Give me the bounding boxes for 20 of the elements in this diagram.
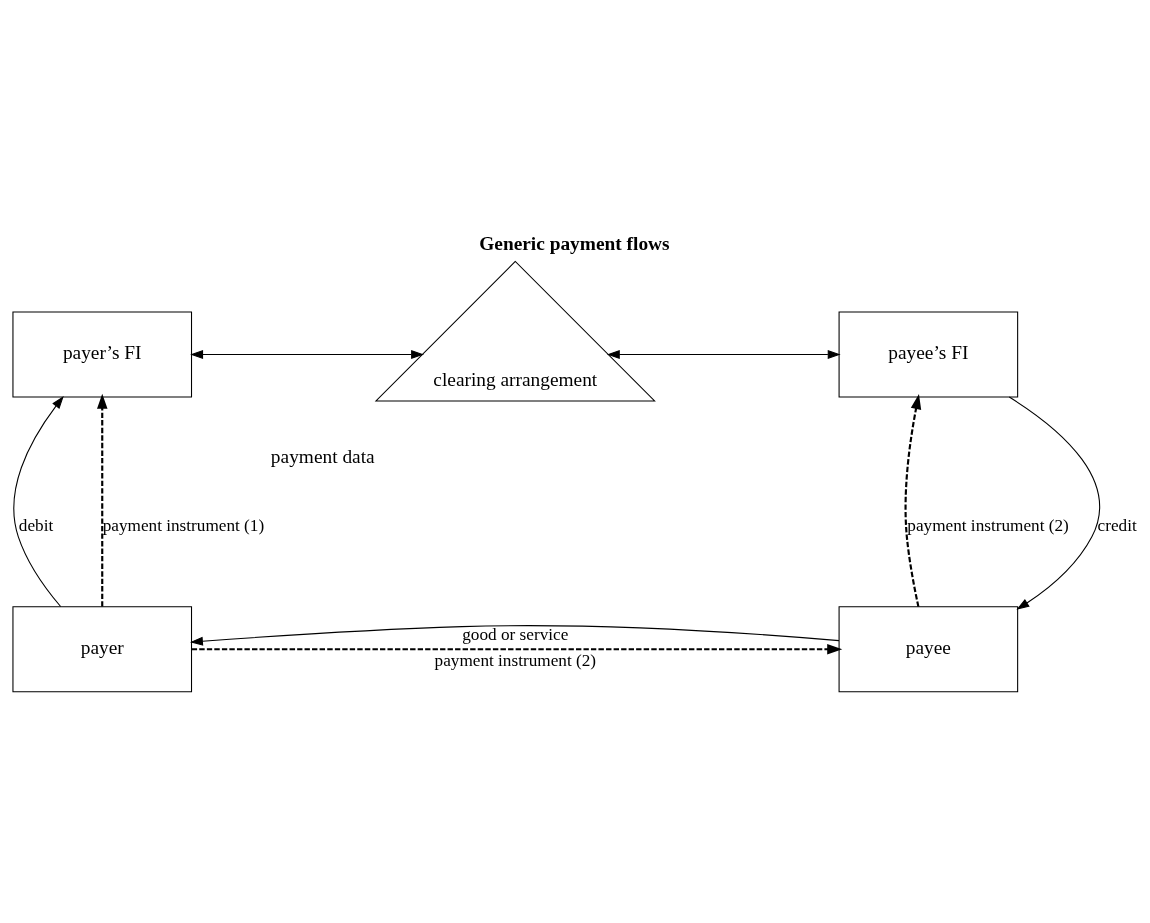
edge-label: payment instrument (1) [102, 516, 265, 536]
edge-label: good or service [462, 625, 569, 645]
arrow [904, 394, 922, 607]
node-box: payer [12, 606, 193, 693]
arrow [606, 349, 841, 359]
node-box: payee [838, 606, 1019, 693]
arrow [13, 396, 64, 607]
edge-label: credit [1097, 516, 1137, 536]
edge-label: payment instrument (2) [434, 651, 597, 671]
edge-label: debit [18, 516, 54, 536]
arrow [1008, 396, 1101, 610]
node-label: payment data [270, 446, 375, 468]
arrow [190, 625, 840, 646]
arrow [96, 393, 108, 607]
node-box: payee’s FI [838, 311, 1019, 398]
edge-label: payment instrument (2) [907, 516, 1069, 536]
arrow [190, 349, 425, 359]
diagram-title: Generic payment flows [479, 233, 670, 255]
arrow [191, 643, 843, 655]
node-box: payer’s FI [12, 311, 193, 398]
